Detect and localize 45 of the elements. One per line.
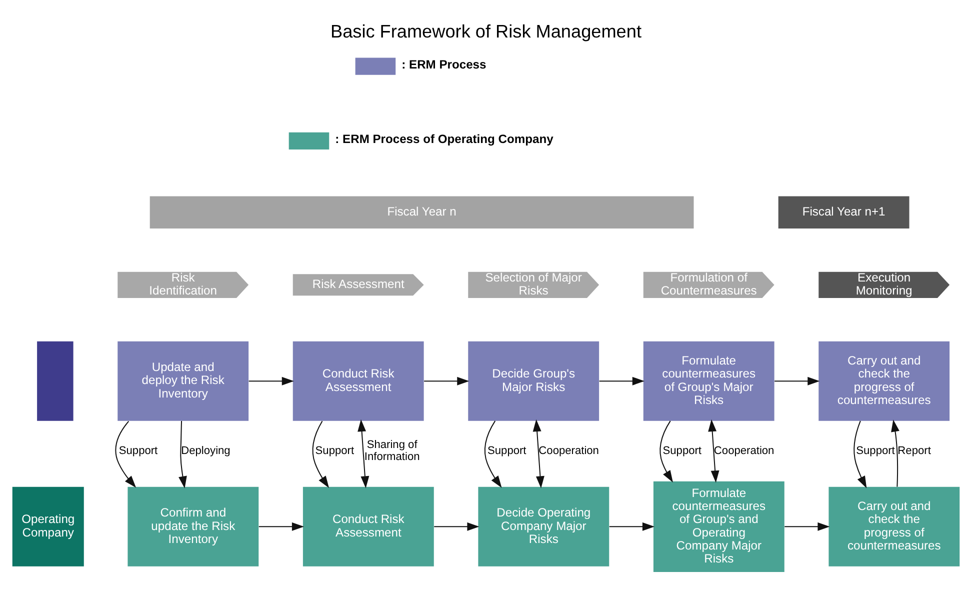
- arrow: [312, 420, 330, 488]
- arrow: [660, 420, 673, 482]
- node-box: Operating Company: [12, 486, 84, 566]
- edge-label: Deploying: [181, 444, 230, 456]
- arrow: [115, 420, 136, 488]
- edge-label: Cooperation: [538, 444, 599, 456]
- edge-label: Support: [315, 444, 354, 456]
- node-box: Fiscal Year n: [150, 196, 694, 228]
- arrow: [532, 418, 544, 488]
- node-box: Carry out and check the progress of countermeasures: [818, 340, 950, 420]
- node-box: Formulate countermeasures of Group's Major Risks: [643, 340, 774, 420]
- edge-label: Report: [898, 444, 931, 456]
- arrow: [484, 420, 502, 488]
- arrow: [854, 420, 867, 488]
- edge-label: Support: [118, 444, 158, 456]
- arrow: [178, 420, 187, 488]
- node-box: Formulate countermeasures of Group's and Operating Company Major Risks: [653, 480, 784, 572]
- node-box: Update and deploy the Risk Inventory: [118, 340, 249, 420]
- legend-label: : ERM Process: [402, 56, 486, 71]
- edge-label: Support: [488, 444, 526, 456]
- node-box: Confirm and update the Risk Inventory: [128, 486, 259, 566]
- diagram-title: Basic Framework of Risk Management: [330, 21, 642, 42]
- node-box: Decide Operating Company Major Risks: [478, 486, 610, 566]
- legend-label: : ERM Process of Operating Company: [335, 132, 554, 146]
- arrow: [609, 522, 655, 530]
- arrow: [784, 522, 830, 530]
- arrow: [358, 418, 370, 488]
- node-box: Conduct Risk Assessment: [302, 486, 434, 566]
- node-box: Decide Group's Major Risks: [468, 340, 600, 420]
- edge-label: Support: [662, 444, 702, 456]
- edge-label: Support: [856, 444, 895, 456]
- arrow: [599, 376, 644, 385]
- node-box: Carry out and check the progress of countermeasures: [828, 486, 960, 566]
- arrow: [424, 376, 470, 385]
- arrow: [248, 376, 294, 385]
- arrow: [708, 418, 720, 482]
- arrow: [774, 376, 820, 385]
- node-box: [37, 340, 74, 420]
- arrow: [434, 522, 480, 530]
- edge-label: Sharing of Information: [364, 438, 420, 462]
- node-box: Fiscal Year n+1: [778, 196, 910, 228]
- node-box: Conduct Risk Assessment: [292, 340, 424, 420]
- arrow: [891, 419, 900, 486]
- edge-label: Cooperation: [714, 444, 774, 456]
- arrow: [258, 522, 304, 530]
